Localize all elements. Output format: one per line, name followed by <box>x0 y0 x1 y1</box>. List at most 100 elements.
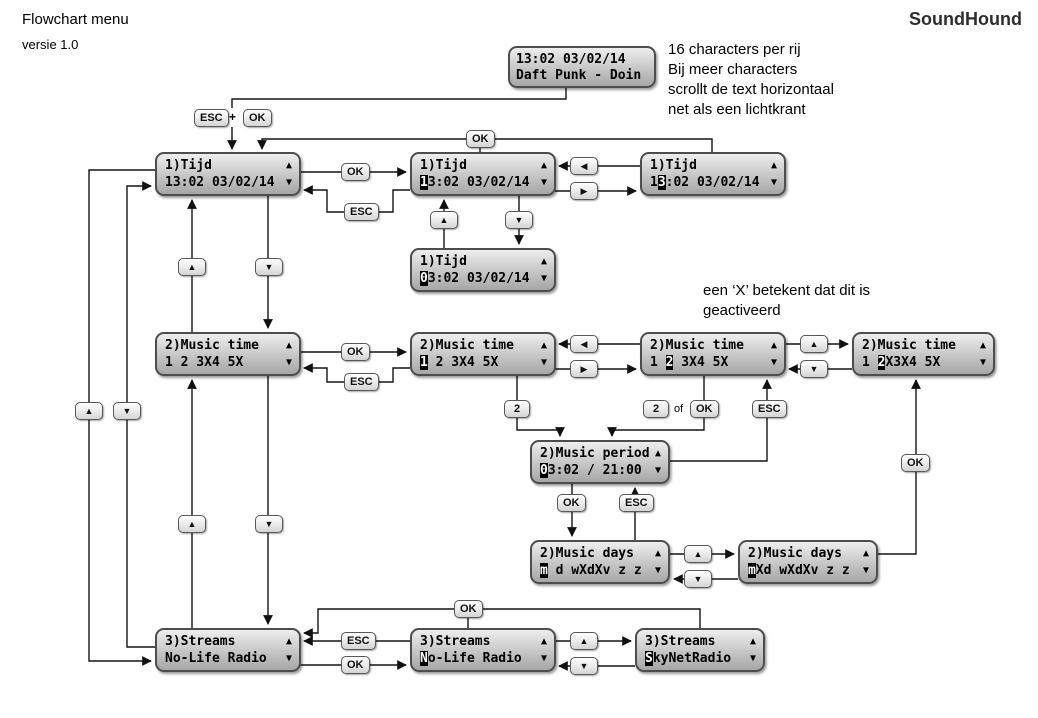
connector-line <box>670 379 772 462</box>
lcd-music-edit-pos2: 2)Music time ▲ 1 2 3X4 5X ▼ <box>640 332 786 376</box>
lcd-line2: m d wXdXv z z <box>540 563 642 578</box>
down-indicator-icon: ▼ <box>285 356 292 368</box>
row2-toggle-down-button: ▼ <box>800 360 828 378</box>
down-indicator-icon: ▼ <box>285 652 292 664</box>
down-indicator-icon: ▼ <box>770 176 777 188</box>
days-down-button: ▼ <box>684 570 712 588</box>
lcd-line1: 2)Music time <box>165 338 259 353</box>
up-indicator-icon: ▲ <box>540 635 547 647</box>
up-indicator-icon: ▲ <box>285 339 292 351</box>
up-indicator-icon: ▲ <box>540 339 547 351</box>
up-indicator-icon: ▲ <box>540 159 547 171</box>
lcd-line1: 3)Streams <box>645 634 716 649</box>
row3-return-ok-button: OK <box>454 600 483 618</box>
lcd-line2: 13:02 03/02/14 <box>165 175 275 190</box>
lcd-line2: 1 2 3X4 5X <box>420 355 499 370</box>
nav23-down-button: ▼ <box>255 515 283 533</box>
up-indicator-icon: ▲ <box>862 547 869 559</box>
lcd-idle-display: 13:02 03/02/14 Daft Punk - Doin <box>508 46 656 88</box>
row1-value-up-button: ▲ <box>430 211 458 229</box>
down-indicator-icon: ▼ <box>540 176 547 188</box>
row1-esc-button: ESC <box>344 203 379 221</box>
activation-note: een ‘X’ betekent dat dit is geactiveerd <box>703 282 871 319</box>
nav12-down-button: ▼ <box>255 258 283 276</box>
row3-esc-button: ESC <box>341 632 376 650</box>
esc-combo-esc-button: ESC <box>194 109 229 127</box>
down-indicator-icon: ▼ <box>654 464 661 476</box>
of-label: of <box>674 403 684 415</box>
period-esc-button: ESC <box>619 494 654 512</box>
row1-return-ok-button: OK <box>466 130 495 148</box>
down-indicator-icon: ▼ <box>979 356 986 368</box>
row1-ok-button: OK <box>341 163 370 181</box>
up-indicator-icon: ▲ <box>540 255 547 267</box>
version-label: versie 1.0 <box>22 37 79 52</box>
plus-label: + <box>229 110 237 124</box>
lcd-line1: 3)Streams <box>420 634 491 649</box>
down-indicator-icon: ▼ <box>749 652 756 664</box>
lcd-line2: No-Life Radio <box>165 651 267 666</box>
lcd-line1: 2)Music days <box>748 546 842 561</box>
nav23-up-button: ▲ <box>178 515 206 533</box>
key-2-button: 2 <box>504 400 530 418</box>
row3-down-button: ▼ <box>570 657 598 675</box>
brand-logo: SoundHound <box>909 9 1022 29</box>
lcd-line1: 2)Music time <box>862 338 956 353</box>
up-indicator-icon: ▲ <box>770 339 777 351</box>
scroll-note: 16 characters per rij Bij meer character… <box>668 41 834 118</box>
lcd-music-activated: 2)Music time ▲ 1 2X3X4 5X ▼ <box>852 332 995 376</box>
up-indicator-icon: ▲ <box>285 635 292 647</box>
up-indicator-icon: ▲ <box>654 447 661 459</box>
period-ok-button: OK <box>557 494 586 512</box>
row2-right-button: ▶ <box>570 360 598 378</box>
lcd-line1: 1)Tijd <box>165 158 212 173</box>
lcd-music-main: 2)Music time ▲ 1 2 3X4 5X ▼ <box>155 332 301 376</box>
lcd-line2: 13:02 03/02/14 <box>650 175 760 190</box>
down-indicator-icon: ▼ <box>540 652 547 664</box>
row3-ok-button: OK <box>341 656 370 674</box>
lcd-line2: 13:02 03/02/14 <box>420 175 530 190</box>
page-title: Flowchart menu <box>22 11 129 28</box>
days-up-button: ▲ <box>684 545 712 563</box>
down-indicator-icon: ▼ <box>540 272 547 284</box>
down-indicator-icon: ▼ <box>285 176 292 188</box>
connector-line <box>303 608 701 638</box>
lcd-line2: SkyNetRadio <box>645 651 732 666</box>
lcd-tijd-edit-changed: 1)Tijd▲ 03:02 03/02/14▼ <box>410 248 556 292</box>
up-indicator-icon: ▲ <box>285 159 292 171</box>
down-indicator-icon: ▼ <box>770 356 777 368</box>
lcd-line1: 2)Music time <box>420 338 514 353</box>
up-indicator-icon: ▲ <box>749 635 756 647</box>
lcd-tijd-main: 1)Tijd ▲ 13:02 03/02/14 ▼ <box>155 152 301 196</box>
lcd-line2: 1 2X3X4 5X <box>862 355 941 370</box>
lcd-music-period: 2)Music period▲ 03:02 / 21:00▼ <box>530 440 670 484</box>
connector-line <box>231 88 567 108</box>
lcd-music-days: 2)Music days▲ m d wXdXv z z▼ <box>530 540 670 584</box>
lcd-line2: 03:02 / 21:00 <box>540 463 642 478</box>
lcd-streams-edit: 3)Streams ▲ No-Life Radio ▼ <box>410 628 556 672</box>
down-indicator-icon: ▼ <box>540 356 547 368</box>
up-indicator-icon: ▲ <box>654 547 661 559</box>
period-exit-esc-button: ESC <box>752 400 787 418</box>
lcd-line2: Daft Punk - Doin <box>516 67 642 83</box>
down-indicator-icon: ▼ <box>654 564 661 576</box>
lcd-line2: No-Life Radio <box>420 651 522 666</box>
lcd-line1: 2)Music time <box>650 338 744 353</box>
lcd-line2: 1 2 3X4 5X <box>650 355 729 370</box>
lcd-line1: 13:02 03/02/14 <box>516 51 626 67</box>
lcd-streams-main: 3)Streams ▲ No-Life Radio ▼ <box>155 628 301 672</box>
lcd-tijd-edit-digit1: 1)Tijd▲ 13:02 03/02/14▼ <box>410 152 556 196</box>
row1-value-down-button: ▼ <box>505 211 533 229</box>
key-2-alt-button: 2 <box>643 400 669 418</box>
lcd-line2: 1 2 3X4 5X <box>165 355 244 370</box>
up-indicator-icon: ▲ <box>979 339 986 351</box>
connector-line <box>878 379 921 555</box>
lcd-line1: 1)Tijd <box>650 158 697 173</box>
key-2-alt-ok-button: OK <box>690 400 719 418</box>
days-confirm-ok-button: OK <box>901 454 930 472</box>
lcd-music-days-activated: 2)Music days▲ mXd wXdXv z z▼ <box>738 540 878 584</box>
esc-combo-ok-button: OK <box>243 109 272 127</box>
row3-up-button: ▲ <box>570 632 598 650</box>
lcd-line1: 3)Streams <box>165 634 236 649</box>
